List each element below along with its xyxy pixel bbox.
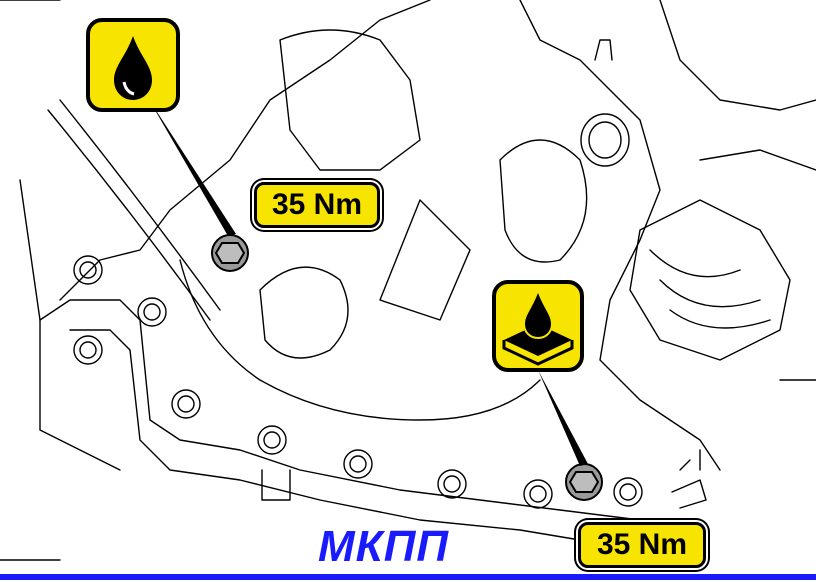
housing-outline	[59, 0, 721, 471]
drain-leader	[538, 370, 588, 466]
drain-plug	[565, 463, 603, 501]
oil-pan-drop-icon	[492, 280, 584, 372]
lower-flange	[39, 299, 701, 521]
filler-plug	[211, 234, 249, 272]
torque-label-bottom: 35 Nm	[578, 522, 706, 568]
caption: МКПП	[318, 522, 449, 571]
oil-drop-icon	[86, 18, 180, 112]
bottom-rule	[0, 574, 816, 580]
bolts	[73, 255, 707, 509]
filler-leader	[148, 98, 236, 236]
cv-boot	[629, 199, 791, 361]
torque-label-top: 35 Nm	[254, 182, 380, 228]
